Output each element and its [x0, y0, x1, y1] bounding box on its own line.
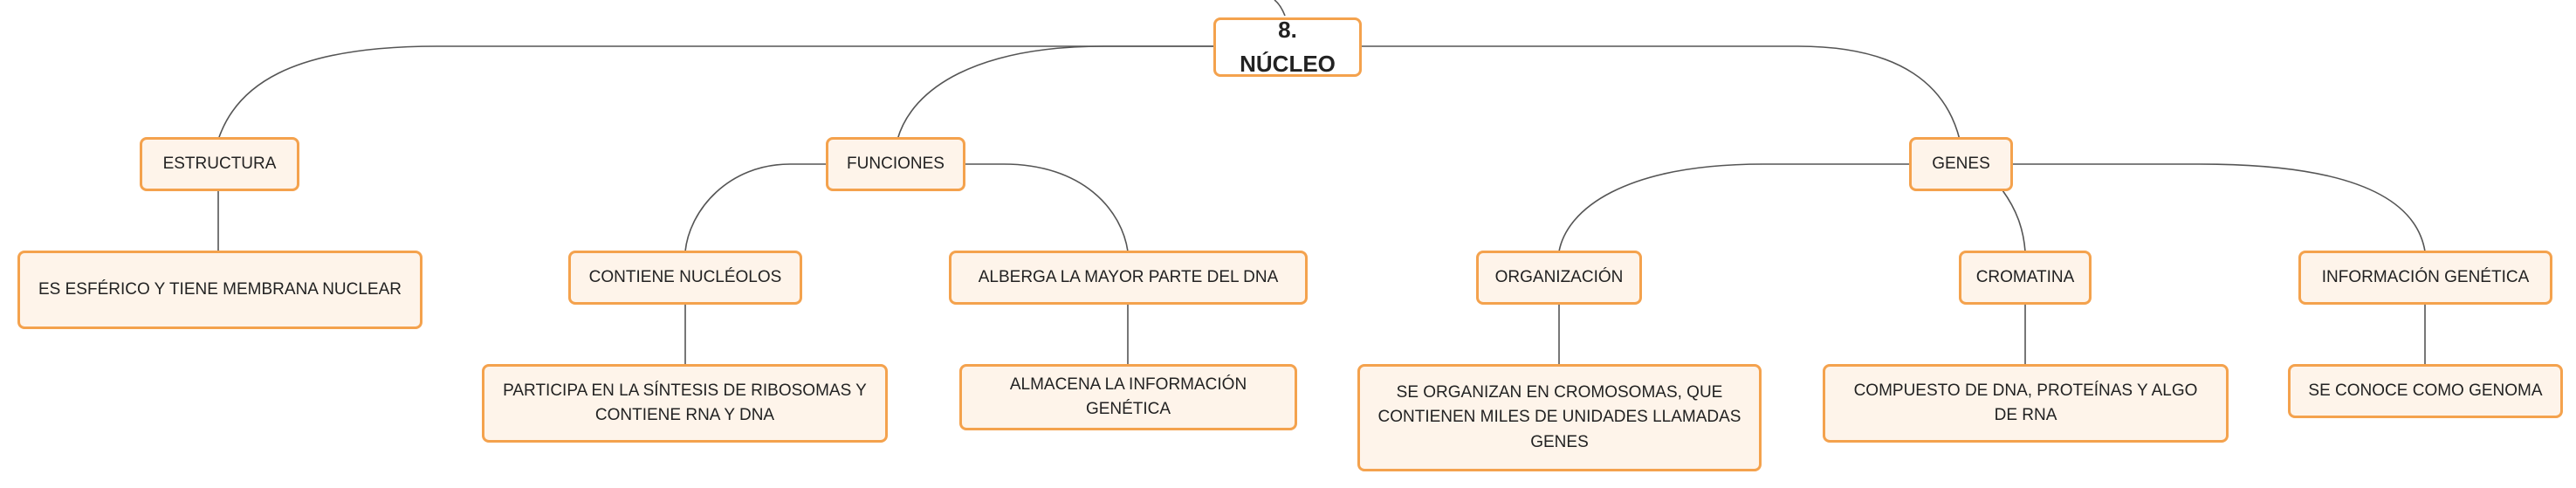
link-root-estructura [217, 45, 1213, 141]
link-genes-informacion [2011, 163, 2426, 252]
node-informacion-genetica[interactable]: INFORMACIÓN GENÉTICA [2298, 251, 2552, 305]
node-estructura-detail[interactable]: ES ESFÉRICO Y TIENE MEMBRANA NUCLEAR [17, 251, 422, 329]
node-dna-detail[interactable]: ALMACENA LA INFORMACIÓN GENÉTICA [959, 364, 1297, 430]
node-organizacion[interactable]: ORGANIZACIÓN [1476, 251, 1642, 305]
node-alberga-dna[interactable]: ALBERGA LA MAYOR PARTE DEL DNA [949, 251, 1308, 305]
link-funciones-nucleolos [684, 163, 828, 252]
link-genes-cromatina [2002, 189, 2026, 252]
link-root-parent [1274, 0, 1286, 17]
node-funciones[interactable]: FUNCIONES [826, 137, 965, 191]
node-contiene-nucleolos[interactable]: CONTIENE NUCLÉOLOS [568, 251, 802, 305]
root-node[interactable]: 8. NÚCLEO [1213, 17, 1362, 77]
node-cromatina-detail[interactable]: COMPUESTO DE DNA, PROTEÍNAS Y ALGO DE RN… [1823, 364, 2229, 443]
node-informacion-detail[interactable]: SE CONOCE COMO GENOMA [2288, 364, 2563, 418]
link-root-genes [1362, 45, 1961, 141]
node-estructura[interactable]: ESTRUCTURA [140, 137, 299, 191]
node-cromatina[interactable]: CROMATINA [1959, 251, 2092, 305]
node-nucleolos-detail[interactable]: PARTICIPA EN LA SÍNTESIS DE RIBOSOMAS Y … [482, 364, 888, 443]
link-genes-organizacion [1558, 163, 1910, 252]
link-funciones-dna [964, 163, 1129, 252]
node-organizacion-detail[interactable]: SE ORGANIZAN EN CROMOSOMAS, QUE CONTIENE… [1357, 364, 1762, 471]
link-root-funciones [896, 45, 1213, 141]
node-genes[interactable]: GENES [1909, 137, 2013, 191]
